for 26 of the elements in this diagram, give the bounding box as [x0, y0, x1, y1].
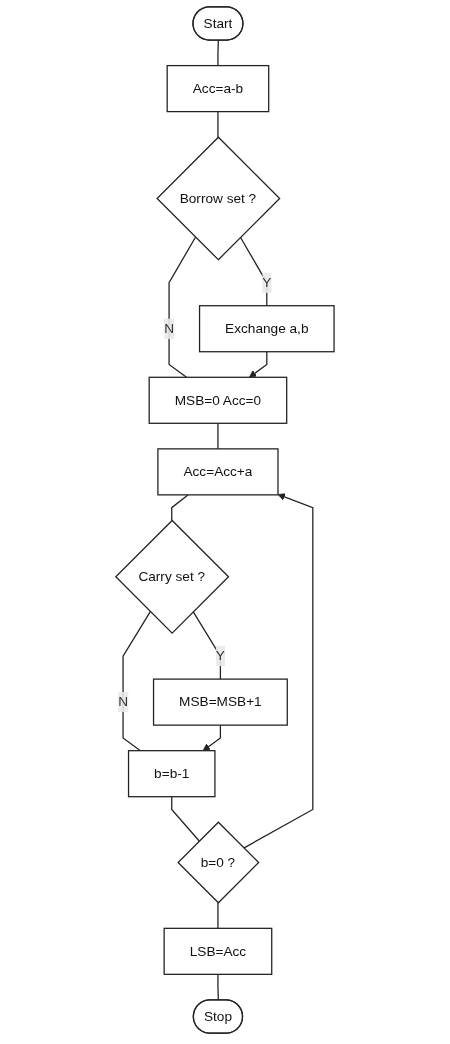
arrow — [202, 724, 222, 752]
connector — [122, 611, 151, 752]
node-box: b=b-1 — [127, 750, 216, 798]
connector — [168, 236, 197, 378]
connector — [217, 111, 219, 138]
connector — [217, 422, 219, 450]
node-box: LSB=Acc — [163, 927, 273, 975]
connector — [217, 973, 220, 1001]
connector — [217, 902, 219, 929]
edge-label: N — [164, 321, 175, 336]
node-diamond: b=0 ? — [177, 821, 260, 904]
connector — [171, 796, 200, 842]
edge-label: N — [118, 694, 129, 709]
node-box: MSB=0 Acc=0 — [148, 376, 288, 424]
connector — [217, 39, 220, 67]
node-diamond: Borrow set ? — [156, 136, 281, 261]
node-box: MSB=MSB+1 — [152, 678, 288, 726]
node-diamond: Carry set ? — [114, 519, 230, 634]
node-box: Exchange a,b — [199, 305, 335, 353]
arrow — [243, 493, 314, 849]
node-box: Acc=a-b — [166, 64, 270, 113]
edge-label: Y — [215, 648, 226, 663]
edge-label: Y — [262, 275, 272, 290]
arrow — [249, 351, 268, 378]
connector — [171, 494, 189, 522]
node-box: Acc=Acc+a — [157, 448, 279, 496]
